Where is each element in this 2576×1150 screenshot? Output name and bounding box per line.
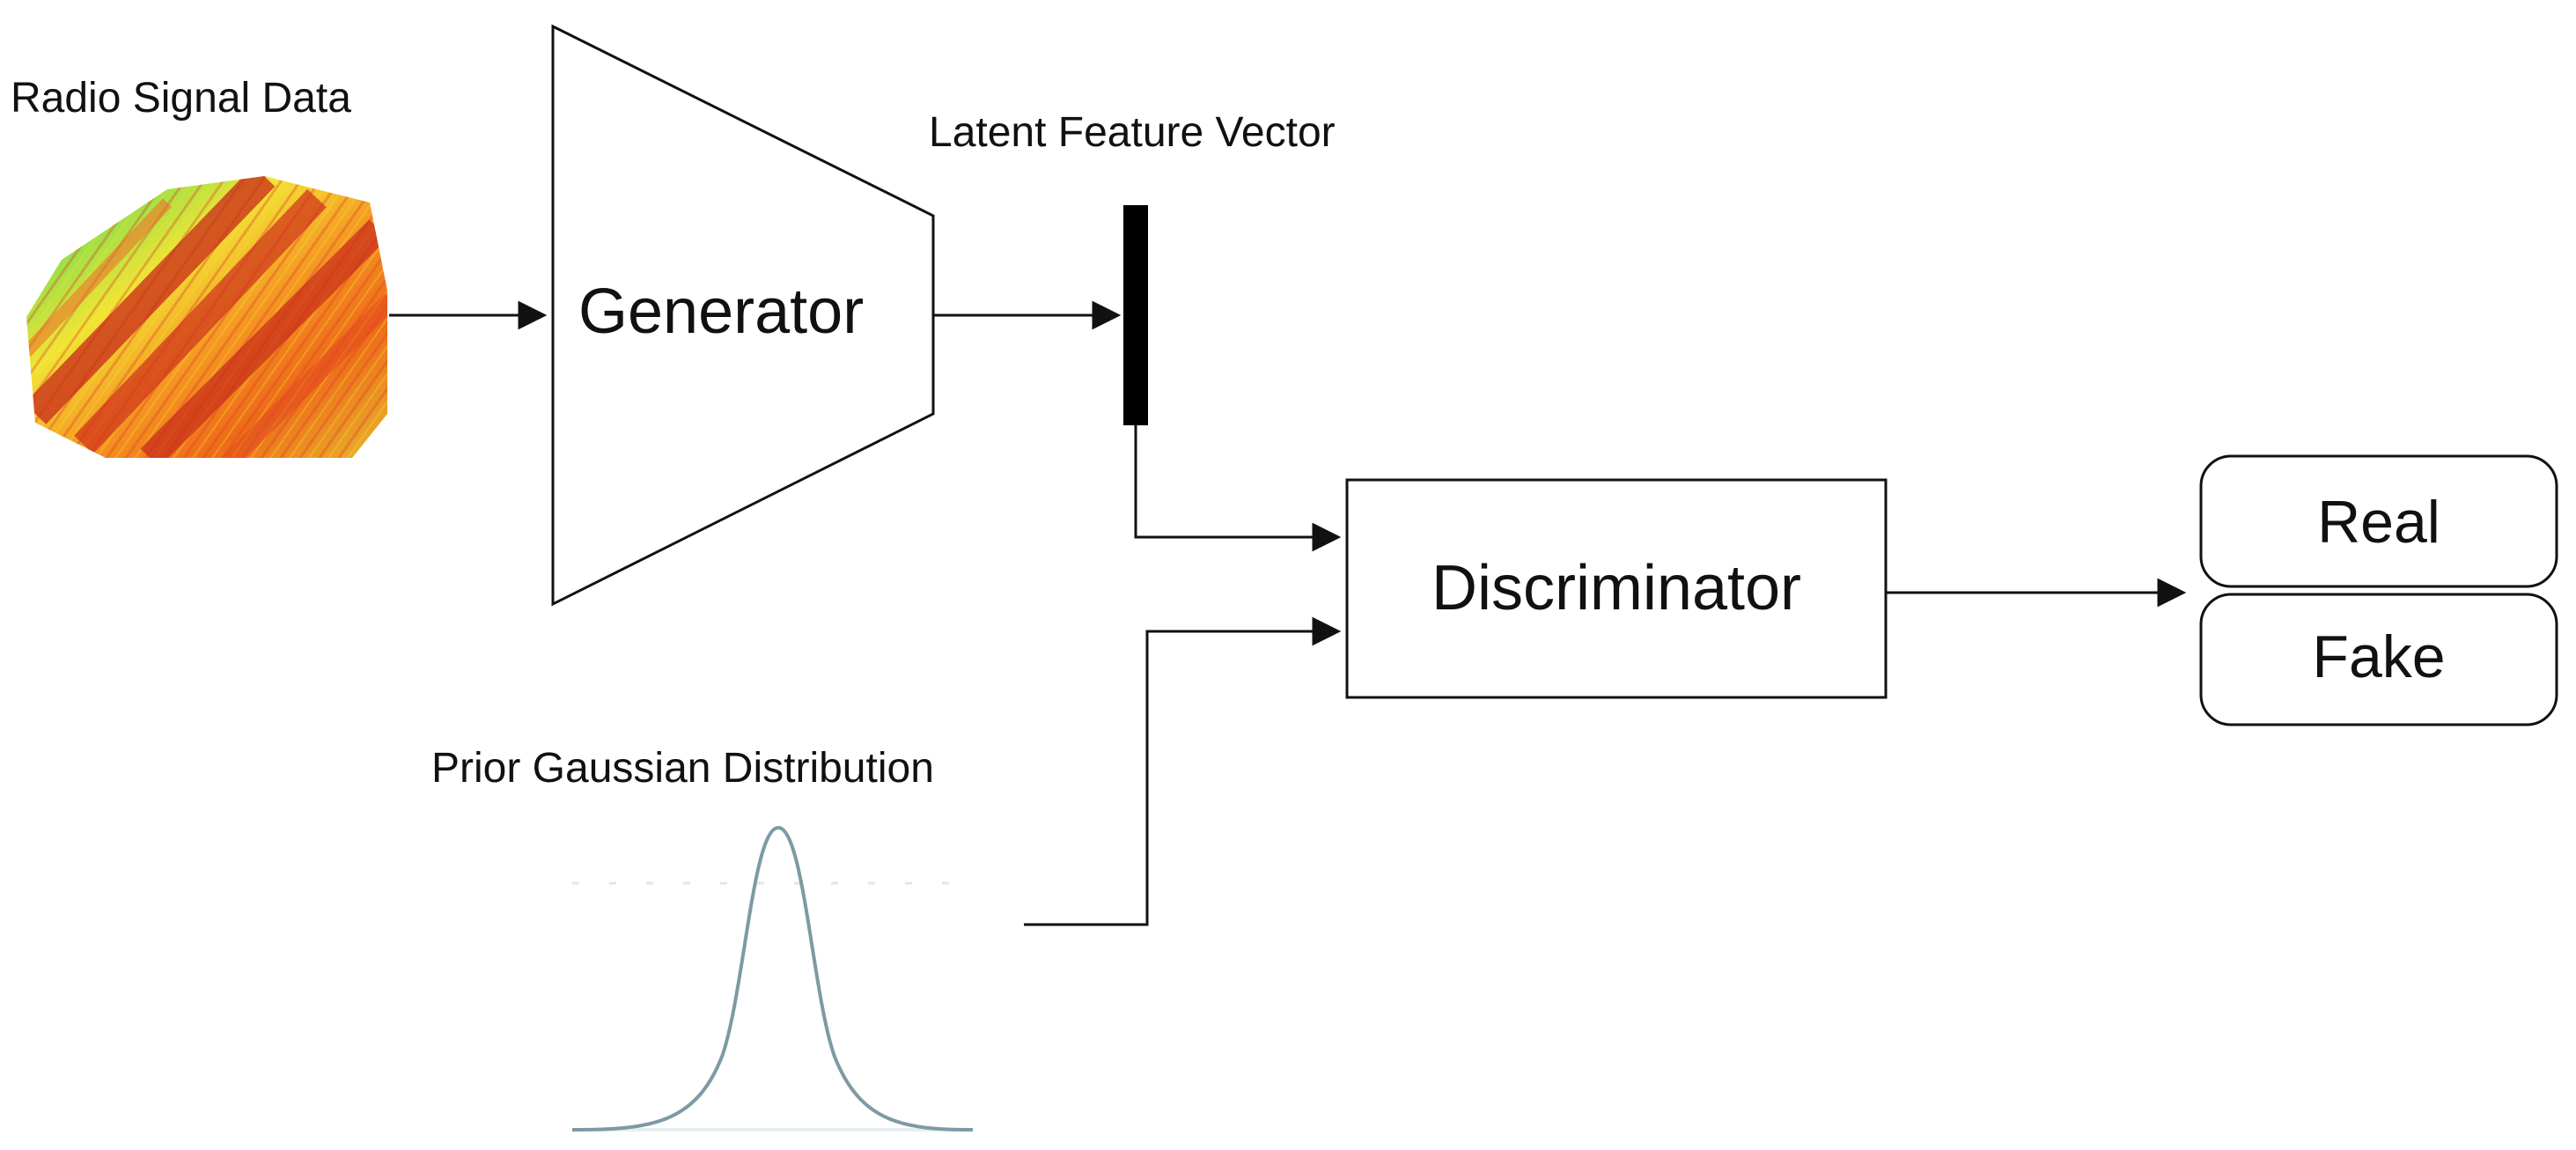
output-real-label: Real xyxy=(2317,489,2440,556)
output-fake-box xyxy=(2199,593,2558,726)
discriminator-label: Discriminator xyxy=(1432,553,1801,623)
output-fake-label: Fake xyxy=(2312,623,2445,690)
generator-label: Generator xyxy=(578,276,864,347)
latent-label: Latent Feature Vector xyxy=(929,109,1336,156)
radio-signal-heatmap-image xyxy=(26,176,387,458)
discriminator-block xyxy=(1345,478,1888,699)
generator-block xyxy=(551,24,935,607)
output-real-box xyxy=(2199,454,2558,588)
gaussian-curve-image xyxy=(571,825,974,1132)
latent-feature-vector-bar xyxy=(1123,205,1148,425)
prior-to-discriminator-arrow xyxy=(1024,616,1342,926)
input-label: Radio Signal Data xyxy=(11,75,351,122)
prior-label: Prior Gaussian Distribution xyxy=(431,745,934,792)
latent-to-discriminator-arrow xyxy=(1134,425,1342,552)
